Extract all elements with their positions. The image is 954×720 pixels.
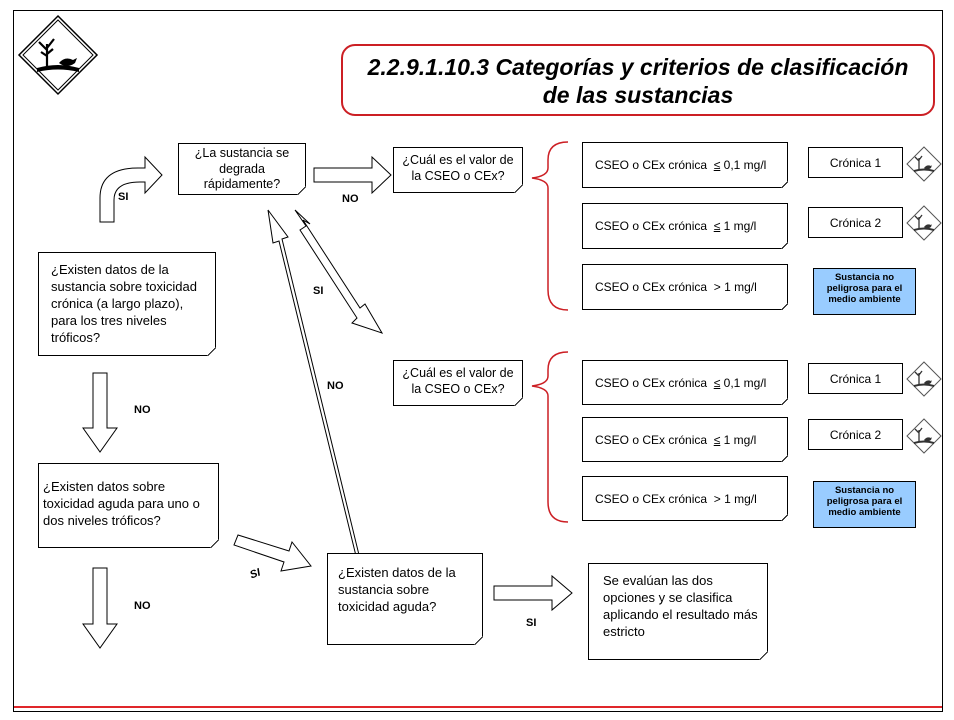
- question-acute-data: ¿Existen datos sobre toxicidad aguda par…: [38, 463, 219, 548]
- arrow-si-evaluate: [493, 574, 573, 612]
- criterion-value: 1 mg/l: [723, 432, 757, 447]
- outcome-cronica2-upper: Crónica 2: [808, 207, 903, 238]
- criterion-value: 0,1 mg/l: [723, 375, 767, 390]
- criterion-op: ≤: [713, 158, 721, 172]
- label-no-long: NO: [327, 380, 344, 392]
- criterion-lower-2: CSEO o CEx crónica ≤ 1 mg/l: [582, 417, 788, 462]
- environment-hazard-diamond-icon: [906, 205, 942, 241]
- slide-frame: [13, 10, 943, 712]
- question-cseo-upper: ¿Cuál es el valor de la CSEO o CEx?: [393, 147, 523, 193]
- label-si-evaluate: SI: [526, 617, 537, 629]
- arrow-no-long: [267, 209, 361, 561]
- criterion-op: ≤: [713, 375, 721, 390]
- criterion-value: 1 mg/l: [724, 280, 757, 294]
- criterion-prefix: CSEO o CEx crónica: [595, 280, 708, 294]
- arrow-si-acute: [233, 534, 312, 572]
- criterion-prefix: CSEO o CEx crónica: [595, 219, 708, 233]
- question-cseo-lower: ¿Cuál es el valor de la CSEO o CEx?: [393, 360, 523, 406]
- criterion-prefix: CSEO o CEx crónica: [595, 158, 708, 172]
- label-no-down-2: NO: [134, 600, 151, 612]
- question-chronic-data: ¿Existen datos de la sustancia sobre tox…: [38, 252, 216, 356]
- arrow-no-down-1: [82, 372, 118, 453]
- criterion-value: 1 mg/l: [724, 491, 757, 506]
- outcome-label: Crónica 2: [829, 215, 882, 230]
- question-degrades: ¿La sustancia se degrada rápidamente?: [178, 143, 306, 195]
- outcome-label: Crónica 1: [829, 155, 882, 170]
- criterion-upper-3: CSEO o CEx crónica > 1 mg/l: [582, 264, 788, 310]
- footer-rule: [14, 706, 942, 708]
- criterion-value: 0,1 mg/l: [723, 158, 767, 172]
- outcome-label: Sustancia no peligrosa para el medio amb…: [826, 272, 903, 305]
- title-line-1: 2.2.9.1.10.3 Categorías y criterios de c…: [367, 54, 909, 80]
- outcome-cronica1-upper: Crónica 1: [808, 147, 903, 178]
- criterion-upper-1: CSEO o CEx crónica ≤ 0,1 mg/l: [582, 142, 788, 188]
- question-acute-data-text: ¿Existen datos sobre toxicidad aguda par…: [43, 479, 200, 528]
- criterion-lower-3: CSEO o CEx crónica > 1 mg/l: [582, 476, 788, 521]
- criterion-lower-1: CSEO o CEx crónica ≤ 0,1 mg/l: [582, 360, 788, 405]
- brace-upper: [531, 141, 569, 311]
- arrow-si-diagonal: [294, 209, 384, 334]
- criterion-op: ≤: [713, 219, 721, 233]
- environment-hazard-diamond-icon: [17, 14, 99, 96]
- criterion-prefix: CSEO o CEx crónica: [595, 491, 708, 506]
- arrow-si-curved: [99, 155, 163, 223]
- evaluate-both-text: Se evalúan las dos opciones y se clasifi…: [603, 573, 758, 639]
- criterion-op: ≤: [713, 432, 721, 447]
- label-si-diagonal: SI: [313, 285, 324, 297]
- criterion-prefix: CSEO o CEx crónica: [595, 375, 708, 390]
- outcome-cronica2-lower: Crónica 2: [808, 419, 903, 450]
- question-cseo-lower-text: ¿Cuál es el valor de la CSEO o CEx?: [402, 366, 514, 396]
- outcome-cronica1-lower: Crónica 1: [808, 363, 903, 394]
- criterion-value: 1 mg/l: [723, 219, 757, 233]
- label-no-degrade: NO: [342, 193, 359, 205]
- outcome-not-hazardous-lower: Sustancia no peligrosa para el medio amb…: [813, 481, 916, 528]
- brace-lower: [531, 351, 569, 523]
- environment-hazard-diamond-icon: [906, 361, 942, 397]
- outcome-label: Crónica 2: [829, 427, 882, 442]
- criterion-prefix: CSEO o CEx crónica: [595, 432, 708, 447]
- label-si-curved: SI: [118, 191, 129, 203]
- evaluate-both-note: Se evalúan las dos opciones y se clasifi…: [588, 563, 768, 660]
- question-degrades-text: ¿La sustancia se degrada rápidamente?: [194, 146, 290, 191]
- title-line-2: de las sustancias: [542, 82, 734, 108]
- question-acute-substance-text: ¿Existen datos de la sustancia sobre tox…: [338, 565, 456, 614]
- question-cseo-upper-text: ¿Cuál es el valor de la CSEO o CEx?: [402, 153, 514, 183]
- arrow-no-degrade: [313, 155, 392, 195]
- outcome-label: Sustancia no peligrosa para el medio amb…: [826, 485, 903, 518]
- criterion-op: >: [713, 280, 721, 294]
- question-chronic-data-text: ¿Existen datos de la sustancia sobre tox…: [51, 262, 197, 345]
- outcome-not-hazardous-upper: Sustancia no peligrosa para el medio amb…: [813, 268, 916, 315]
- environment-hazard-diamond-icon: [906, 418, 942, 454]
- label-no-down-1: NO: [134, 404, 151, 416]
- arrow-no-down-2: [82, 567, 118, 649]
- criterion-op: >: [713, 491, 721, 506]
- criterion-upper-2: CSEO o CEx crónica ≤ 1 mg/l: [582, 203, 788, 249]
- environment-hazard-diamond-icon: [906, 146, 942, 182]
- page-title: 2.2.9.1.10.3 Categorías y criterios de c…: [341, 44, 935, 116]
- question-acute-substance: ¿Existen datos de la sustancia sobre tox…: [327, 553, 483, 645]
- outcome-label: Crónica 1: [829, 371, 882, 386]
